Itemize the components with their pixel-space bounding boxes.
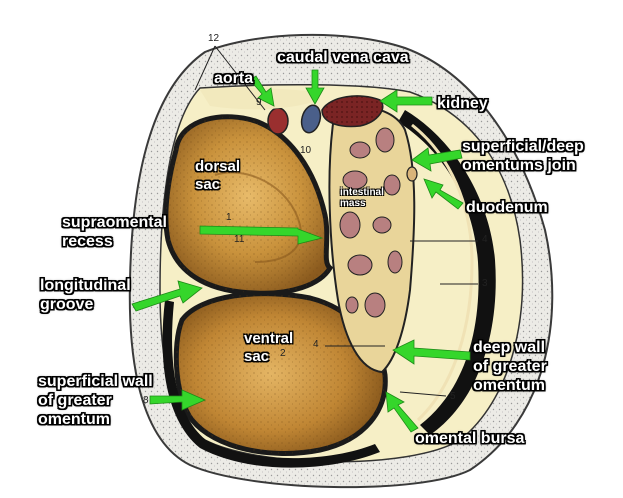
label-dorsal-sac: dorsal sac	[195, 158, 240, 194]
label-longitudinal-line2: groove	[40, 296, 94, 313]
label-superficial-deep-line2: omentums join	[462, 157, 576, 174]
label-intestinal-line2: mass	[340, 198, 366, 209]
arrow-vena-cava	[305, 69, 325, 105]
kidney-organ	[321, 95, 384, 128]
label-deep-wall-line3: omentum	[473, 377, 545, 394]
label-number-9: 9	[256, 97, 262, 108]
label-number-11: 11	[234, 234, 245, 245]
arrow-longitudinal	[131, 280, 203, 312]
ventral-sac-texture	[176, 293, 386, 454]
label-deep-wall-line2: of greater	[473, 358, 547, 375]
label-kidney: kidney	[437, 95, 488, 112]
label-ventral-sac-line1: ventral	[244, 330, 294, 347]
label-caudal-vena-cava: caudal vena cava	[277, 49, 409, 66]
arrow-omental-bursa	[385, 391, 419, 433]
label-superficial-wall-line2: of greater	[38, 392, 112, 409]
arrow-kidney	[379, 89, 433, 113]
label-ventral-sac-line2: sac	[244, 348, 270, 365]
arrow-aorta	[249, 75, 275, 107]
label-dorsal-sac-line1: dorsal	[195, 158, 241, 175]
omentum-band-right	[398, 110, 496, 435]
label-omental-bursa: omental bursa	[415, 430, 525, 447]
label-deep-wall-greater-omentum: deep wall of greater omentum	[473, 338, 547, 395]
label-number-5: 5	[450, 391, 456, 402]
arrows	[131, 69, 471, 433]
arrow-supraomental	[199, 225, 324, 245]
arrow-superficial-wall	[149, 389, 207, 411]
label-intestinal-line1: intestinal	[340, 187, 384, 198]
arrow-superficial-deep	[411, 147, 463, 172]
dorsal-sac-texture	[165, 116, 330, 294]
label-intestinal-mass: intestinal mass	[340, 187, 384, 209]
duodenum-organ	[406, 166, 418, 182]
label-number-1: 1	[226, 212, 232, 223]
label-number-8: 8	[143, 395, 149, 406]
superficial-omentum-band	[162, 300, 380, 468]
leader-lines	[194, 45, 478, 397]
label-longitudinal-groove: longitudinal groove	[40, 276, 131, 314]
label-superficial-deep-line1: superficial/deep	[462, 138, 584, 155]
label-deep-wall-line1: deep wall	[473, 339, 546, 356]
aorta-vessel	[267, 107, 289, 135]
label-number-4a: 4	[482, 234, 488, 245]
label-superficial-wall-line1: superficial wall	[38, 373, 153, 390]
label-superficial-deep-join: superficial/deep omentums join	[462, 137, 584, 175]
label-number-3: 3	[482, 278, 488, 289]
arrow-duodenum	[423, 178, 464, 210]
intestinal-mass	[328, 105, 416, 374]
label-number-10: 10	[300, 145, 312, 156]
label-duodenum: duodenum	[466, 199, 548, 216]
label-number-2: 2	[280, 348, 286, 359]
label-supraomental-line1: supraomental	[62, 214, 167, 231]
label-aorta: aorta	[214, 70, 254, 87]
label-number-4b: 4	[313, 339, 319, 350]
label-number-12: 12	[208, 33, 220, 44]
label-longitudinal-line1: longitudinal	[40, 277, 131, 294]
label-supraomental-recess: supraomental recess	[62, 213, 167, 251]
label-superficial-wall-line3: omentum	[38, 411, 110, 428]
vena-cava-vessel	[300, 104, 322, 134]
label-dorsal-sac-line2: sac	[195, 176, 221, 193]
label-ventral-sac: ventral sac	[244, 330, 293, 366]
label-supraomental-line2: recess	[62, 233, 113, 250]
label-superficial-wall-greater-omentum: superficial wall of greater omentum	[38, 372, 153, 429]
arrow-deep-wall	[392, 339, 471, 365]
